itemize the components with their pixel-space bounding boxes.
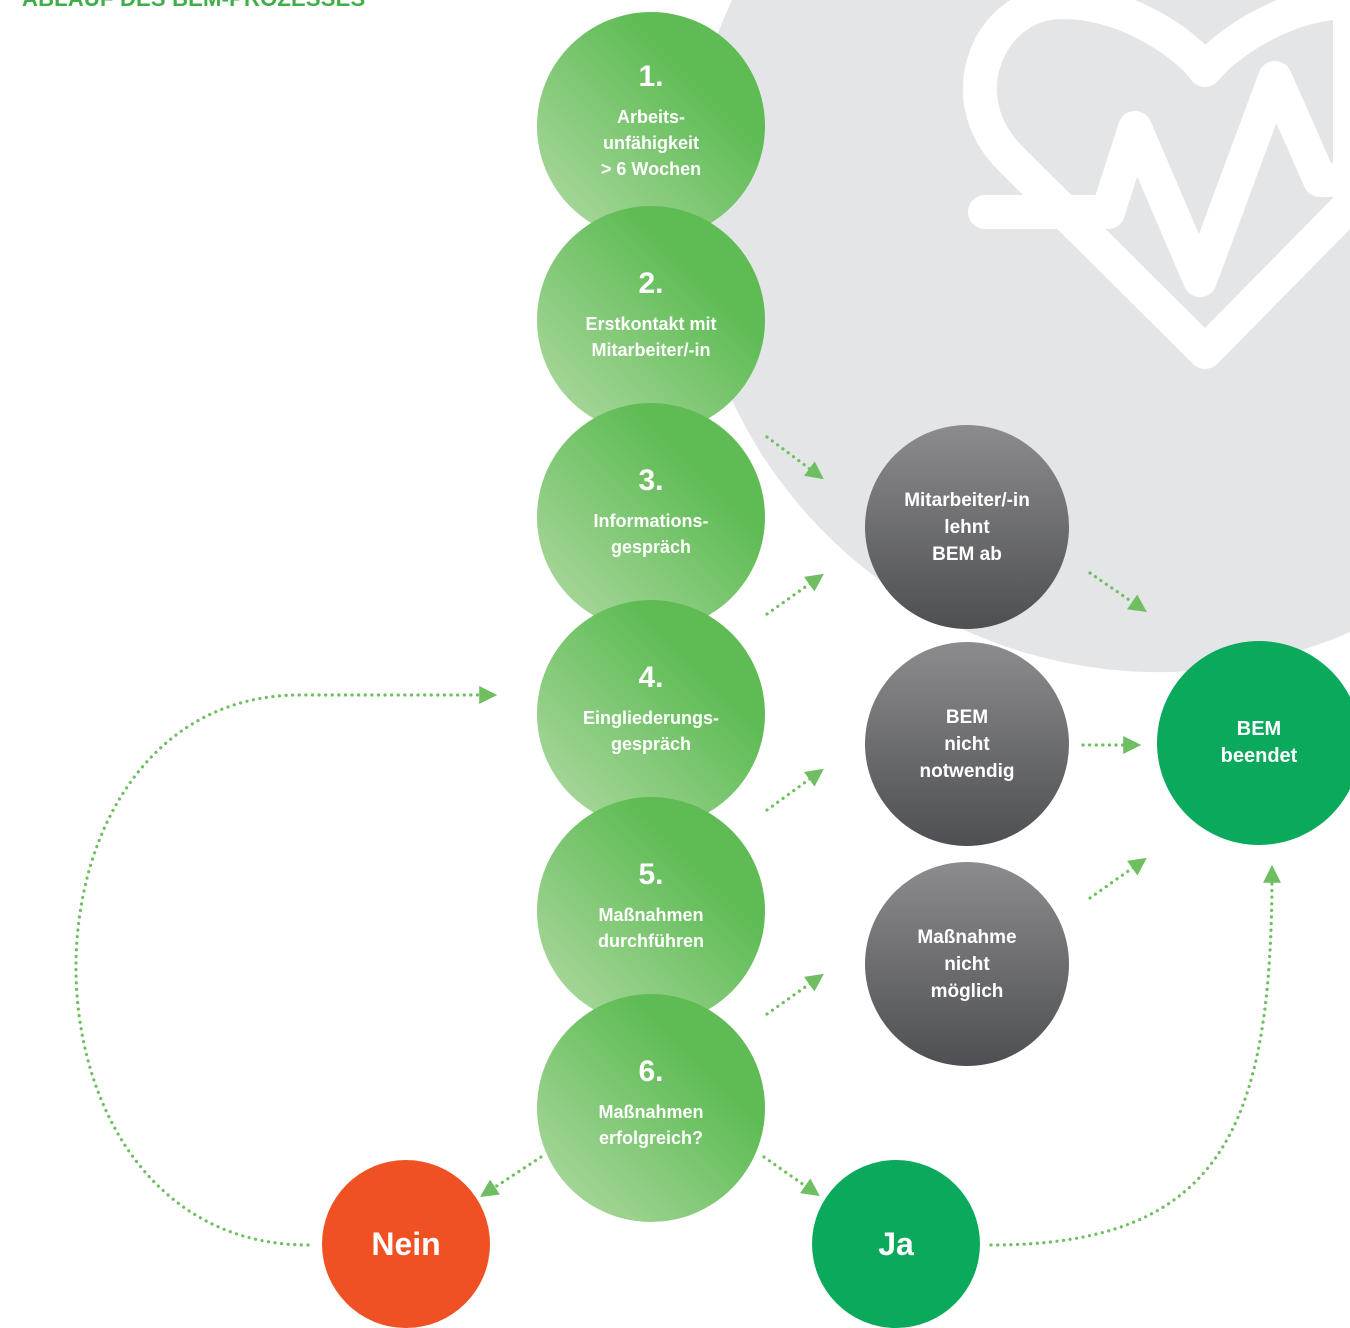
connector-step4-to-not-necessary [765,768,824,812]
outcome-yes-label: Ja [878,1226,914,1262]
step-3-node: 3. Informations- gespräch [537,403,765,631]
connector-step3-to-refuses [765,435,824,480]
connector-step6-to-yes [762,1155,820,1197]
outcome-no-node: Nein [322,1160,490,1328]
step-5-node: 5. Maßnahmen durchführen [537,797,765,1025]
exit-label: Maßnahme nicht möglich [917,926,1017,1002]
exit-label: Mitarbeiter/-in lehnt BEM ab [904,489,1030,565]
outcome-no-label: Nein [371,1226,441,1262]
connector-refuses-to-end [1088,571,1147,613]
step-number: 3. [638,464,664,497]
step-label: Informations- gespräch [593,511,709,557]
connector-no-loop-to-step4 [74,686,498,1247]
connector-step6-to-no [479,1155,543,1197]
step-number: 6. [638,1055,664,1088]
step-number: 4. [638,661,664,694]
step-6-node: 6. Maßnahmen erfolgreich? [537,994,765,1222]
step-label: Erstkontakt mit Mitarbeiter/-in [585,314,717,360]
step-2-node: 2. Erstkontakt mit Mitarbeiter/-in [537,206,765,434]
exit-bem-not-necessary: BEM nicht notwendig [865,642,1069,846]
step-number: 1. [638,60,664,93]
page-title: ABLAUF DES BEM-PROZESSES [22,0,365,12]
outcome-yes-node: Ja [812,1160,980,1328]
pulse-line [968,61,1350,297]
exit-employee-refuses: Mitarbeiter/-in lehnt BEM ab [865,425,1069,629]
step-1-node: 1. Arbeits- unfähigkeit > 6 Wochen [537,12,765,240]
end-label: BEM beendet [1220,718,1298,767]
step-number: 2. [638,267,664,300]
connector-not-possible-to-end [1088,857,1147,900]
connector-yes-to-end [989,864,1281,1247]
step-4-node: 4. Eingliederungs- gespräch [537,600,765,828]
step-label: Arbeits- unfähigkeit > 6 Wochen [600,107,702,179]
step-label: Eingliederungs- gespräch [582,708,719,754]
step-label: Maßnahmen erfolgreich? [598,1102,704,1148]
connector-step3-to-refuses-upper [765,573,824,616]
background-shape [687,0,1350,673]
exit-measure-not-possible: Maßnahme nicht möglich [865,862,1069,1066]
connector-step5-to-not-possible [765,973,824,1016]
heart-outline [962,0,1350,369]
step-label: Maßnahmen durchführen [598,905,704,951]
heart-pulse-icon [962,0,1350,369]
end-bem-finished: BEM beendet [1157,641,1350,845]
exit-label: BEM nicht notwendig [919,706,1015,782]
step-number: 5. [638,858,664,891]
